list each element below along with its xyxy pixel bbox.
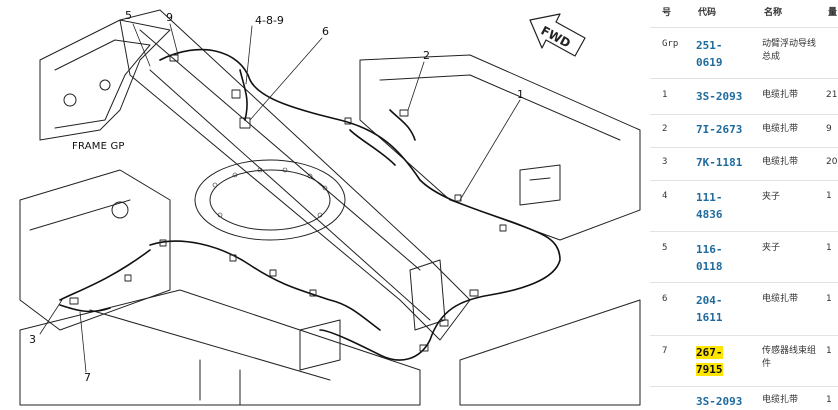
part-code-line2-highlighted[interactable]: 7915 xyxy=(696,363,723,376)
frame-upper-left xyxy=(39,19,171,141)
frame-lower-ribs xyxy=(199,359,241,406)
part-name: 夹子 xyxy=(762,243,781,253)
part-name: 电缆扎带 xyxy=(762,395,799,405)
callout-3[interactable]: 3 xyxy=(29,333,36,346)
part-code-line2[interactable]: 0619 xyxy=(696,56,723,69)
part-code-link[interactable]: 3S-2093 xyxy=(696,395,743,408)
main-rail-edge xyxy=(139,29,421,271)
wiring-harness xyxy=(59,48,561,361)
swing-bearing xyxy=(194,159,346,241)
frame-upper-left-inner xyxy=(54,39,151,129)
part-name: 电缆扎带 xyxy=(762,124,799,134)
part-code-line2[interactable]: 0118 xyxy=(696,260,723,273)
part-name: 动臂浮动导线总成 xyxy=(762,39,817,62)
fwd-arrow xyxy=(529,13,586,57)
callout-9[interactable]: 9 xyxy=(166,11,173,24)
cable-ties xyxy=(69,54,507,352)
table-row: 5 116- 0118 夹子 1 xyxy=(650,231,838,282)
part-qty: 1 xyxy=(826,395,832,405)
frame-upper-right xyxy=(359,54,641,241)
header-qty: 量 xyxy=(828,8,838,18)
callout-1[interactable]: 1 xyxy=(517,88,524,101)
table-row: 2 7I-2673 电缆扎带 9 xyxy=(650,114,838,147)
part-name: 电缆扎带 xyxy=(762,157,799,167)
frame-hole-lower xyxy=(111,201,129,219)
part-code-link[interactable]: 204- 1611 xyxy=(696,292,754,326)
part-code-line1[interactable]: 116- xyxy=(696,243,723,256)
callout-4-8-9[interactable]: 4-8-9 xyxy=(255,14,284,27)
table-row-selected: 7 267- 7915 传感器线束组件 1 xyxy=(650,335,838,386)
frame-lower-left-edge xyxy=(29,199,131,231)
part-code-line2[interactable]: 1611 xyxy=(696,311,723,324)
part-code-link[interactable]: 267- 7915 xyxy=(696,344,754,378)
part-qty: 1 xyxy=(826,346,832,356)
main-frame-rail xyxy=(119,9,471,341)
row-number: 2 xyxy=(662,124,668,134)
row-number: 7 xyxy=(662,346,668,356)
part-code-line1[interactable]: 251- xyxy=(696,39,723,52)
part-qty: 1 xyxy=(826,294,832,304)
frame-lower-right xyxy=(459,299,641,406)
part-qty: 20 xyxy=(826,157,838,167)
row-number: Grp xyxy=(662,39,679,49)
exploded-diagram: 5 9 4-8-9 6 2 1 3 7 FRAME GP FWD xyxy=(19,9,641,406)
table-row: 3 7K-1181 电缆扎带 20 xyxy=(650,147,838,180)
callout-6[interactable]: 6 xyxy=(322,25,329,38)
part-code-line1[interactable]: 204- xyxy=(696,294,723,307)
frame-hole xyxy=(63,93,77,107)
part-code-line2[interactable]: 4836 xyxy=(696,208,723,221)
bracket-right-detail xyxy=(529,177,551,181)
part-code-link[interactable]: 116- 0118 xyxy=(696,241,754,275)
leader-lines xyxy=(39,23,521,373)
part-code-link[interactable]: 7I-2673 xyxy=(696,123,743,136)
header-code: 代码 xyxy=(698,8,717,18)
part-code-link[interactable]: 251- 0619 xyxy=(696,37,754,71)
frame-hole xyxy=(99,79,111,91)
table-row: 1 3S-2093 电缆扎带 21 xyxy=(650,78,838,114)
bearing-bolts xyxy=(212,167,328,218)
part-code-line1-highlighted[interactable]: 267- xyxy=(696,346,723,359)
row-number: 3 xyxy=(662,157,668,167)
row-number: 1 xyxy=(662,90,668,100)
row-number: 5 xyxy=(662,243,668,253)
part-code-line1[interactable]: 111- xyxy=(696,191,723,204)
header-name: 名称 xyxy=(764,8,783,18)
row-number: 4 xyxy=(662,191,668,201)
part-name: 传感器线束组件 xyxy=(762,346,817,369)
header-no: 号 xyxy=(662,8,672,18)
part-code-link[interactable]: 111- 4836 xyxy=(696,189,754,223)
table-row: 3S-2093 电缆扎带 1 xyxy=(650,386,838,410)
bracket-right xyxy=(519,164,561,206)
row-number: 6 xyxy=(662,294,668,304)
table-row: 6 204- 1611 电缆扎带 1 xyxy=(650,282,838,335)
lower-bracket xyxy=(299,319,341,371)
table-row: Grp 251- 0619 动臂浮动导线总成 xyxy=(650,27,838,78)
table-row: 4 111- 4836 夹子 1 xyxy=(650,180,838,231)
table-header-row: 号 代码 名称 量 xyxy=(650,0,838,22)
callout-7[interactable]: 7 xyxy=(84,371,91,384)
part-code-link[interactable]: 7K-1181 xyxy=(696,156,743,169)
part-name: 电缆扎带 xyxy=(762,90,799,100)
frame-gp-label: FRAME GP xyxy=(72,141,125,152)
part-qty: 1 xyxy=(826,243,832,253)
swing-bearing-inner xyxy=(209,169,331,231)
frame-upper-right-edge xyxy=(379,74,621,141)
callout-5[interactable]: 5 xyxy=(125,9,132,22)
parts-list-table: 号 代码 名称 量 Grp 251- 0619 动臂浮动导线总成 1 3S-209… xyxy=(650,0,838,410)
part-qty: 1 xyxy=(826,191,832,201)
frame-lower-cross xyxy=(19,289,421,406)
frame-lower-cross-edge xyxy=(89,309,331,381)
part-code-link[interactable]: 3S-2093 xyxy=(696,90,743,103)
frame-lower-left xyxy=(19,169,171,331)
frame-wiring-drawing xyxy=(19,9,641,406)
part-qty: 9 xyxy=(826,124,832,134)
part-qty: 21 xyxy=(826,90,838,100)
callout-2[interactable]: 2 xyxy=(423,49,430,62)
main-rail-edge-lower xyxy=(149,69,431,321)
part-name: 电缆扎带 xyxy=(762,294,799,304)
part-name: 夹子 xyxy=(762,192,781,202)
